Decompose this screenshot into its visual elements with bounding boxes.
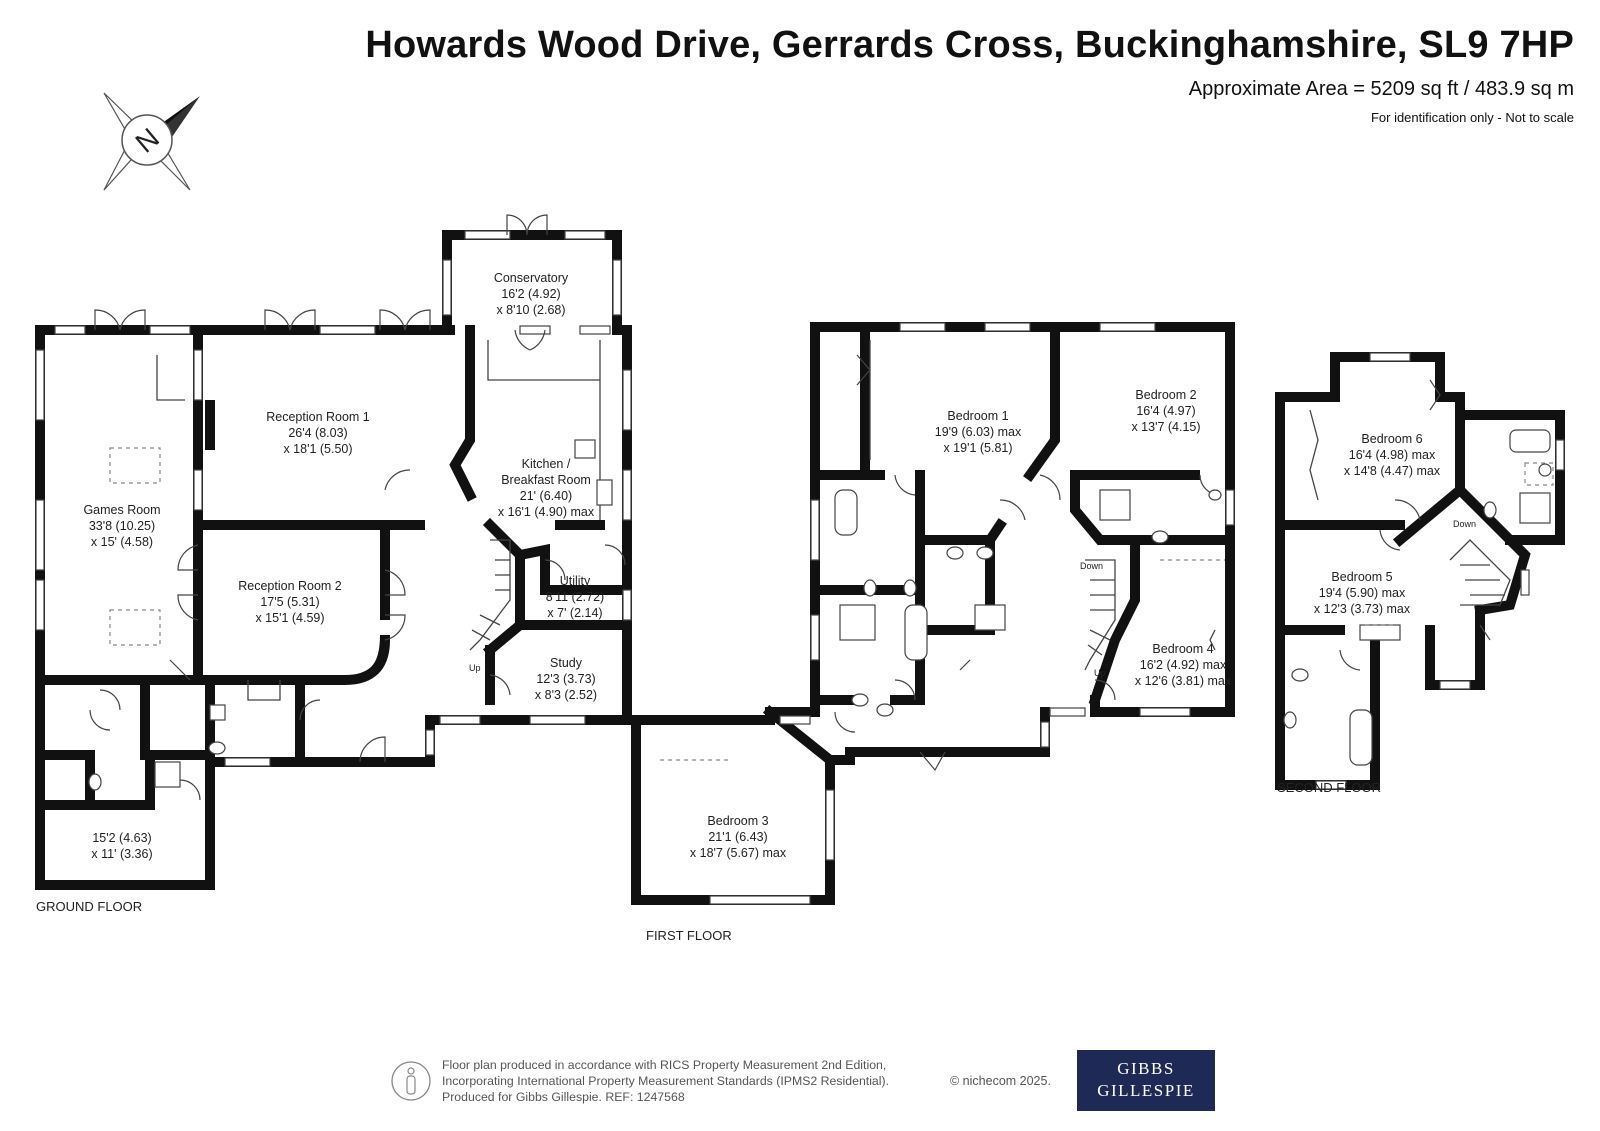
annex-dim1: 15'2 (4.63) — [92, 831, 151, 845]
scale-note: For identification only - Not to scale — [1370, 110, 1574, 125]
second-floor-windows — [1315, 352, 1565, 790]
bedroom-6-name: Bedroom 6 — [1361, 432, 1422, 446]
footer-line-2: Incorporating International Property Mea… — [442, 1074, 890, 1088]
reception-room-2-dim1: 17'5 (5.31) — [260, 595, 319, 609]
kitchen-dim1: 21' (6.40) — [520, 489, 572, 503]
games-room-name: Games Room — [83, 503, 160, 517]
copyright: © nichecom 2025. — [950, 1074, 1051, 1088]
ground-floor-windows — [35, 230, 632, 767]
games-room-dim1: 33'8 (10.25) — [89, 519, 155, 533]
footer-line-3: Produced for Gibbs Gillespie. REF: 12475… — [442, 1090, 685, 1104]
conservatory-name: Conservatory — [494, 271, 569, 285]
conservatory-dim1: 16'2 (4.92) — [501, 287, 560, 301]
utility-dim2: x 7' (2.14) — [547, 606, 602, 620]
bedroom-1-dim2: x 19'1 (5.81) — [943, 441, 1012, 455]
bedroom-3-dim1: 21'1 (6.43) — [708, 830, 767, 844]
second-floor-label: SECOND FLOOR — [1277, 780, 1381, 795]
bedroom-4-name: Bedroom 4 — [1152, 642, 1213, 656]
reception-room-1-name: Reception Room 1 — [266, 410, 370, 424]
reception-room-2-dim2: x 15'1 (4.59) — [255, 611, 324, 625]
bedroom-2-dim1: 16'4 (4.97) — [1136, 404, 1195, 418]
bedroom-2-name: Bedroom 2 — [1135, 388, 1196, 402]
bedroom-1-name: Bedroom 1 — [947, 409, 1008, 423]
bedroom-3-dim2: x 18'7 (5.67) max — [690, 846, 787, 860]
person-icon — [391, 1061, 431, 1101]
reception-room-1-dim2: x 18'1 (5.50) — [283, 442, 352, 456]
first-floor-doors — [834, 340, 1221, 772]
bedroom-2-dim2: x 13'7 (4.15) — [1131, 420, 1200, 434]
kitchen-name-2: Breakfast Room — [501, 473, 591, 487]
ground-floor-label: GROUND FLOOR — [36, 899, 142, 914]
bedroom-1-dim1: 19'9 (6.03) max — [935, 425, 1022, 439]
first-floor-windows — [709, 322, 1235, 905]
first-floor-label: FIRST FLOOR — [646, 928, 732, 943]
ground-stair-up-label: Up — [469, 663, 481, 673]
study-dim2: x 8'3 (2.52) — [535, 688, 597, 702]
second-floor-walls — [1275, 352, 1565, 790]
kitchen-name-1: Kitchen / — [522, 457, 571, 471]
conservatory-dim2: x 8'10 (2.68) — [496, 303, 565, 317]
bedroom-4-dim1: 16'2 (4.92) max — [1140, 658, 1227, 672]
property-title: Howards Wood Drive, Gerrards Cross, Buck… — [365, 24, 1574, 66]
second-stair-down-label: Down — [1453, 519, 1476, 529]
study-dim1: 12'3 (3.73) — [536, 672, 595, 686]
first-stair-up-label: Up — [1094, 668, 1106, 678]
games-room-dim2: x 15' (4.58) — [91, 535, 153, 549]
bedroom-5-dim2: x 12'3 (3.73) max — [1314, 602, 1411, 616]
footer-line-1: Floor plan produced in accordance with R… — [442, 1058, 887, 1072]
gibbs-gillespie-logo: GIBBS GILLESPIE — [1077, 1050, 1215, 1111]
ground-floor-doors — [89, 214, 626, 801]
logo-line-2: GILLESPIE — [1097, 1081, 1195, 1100]
ground-floor-fixtures — [88, 340, 613, 791]
utility-name: Utility — [560, 574, 591, 588]
second-floor-fixtures — [1283, 379, 1554, 766]
bedroom-3-name: Bedroom 3 — [707, 814, 768, 828]
approximate-area: Approximate Area = 5209 sq ft / 483.9 sq… — [1188, 78, 1574, 100]
first-floor-fixtures — [660, 489, 1225, 761]
compass-rose-icon: N — [103, 92, 200, 191]
study-name: Study — [550, 656, 583, 670]
kitchen-dim2: x 16'1 (4.90) max — [498, 505, 595, 519]
reception-room-2-name: Reception Room 2 — [238, 579, 342, 593]
bedroom-6-dim1: 16'4 (4.98) max — [1349, 448, 1436, 462]
reception-room-1-dim1: 26'4 (8.03) — [288, 426, 347, 440]
annex-dim2: x 11' (3.36) — [91, 847, 152, 861]
first-stair-down-label: Down — [1080, 561, 1103, 571]
bedroom-4-dim2: x 12'6 (3.81) max — [1135, 674, 1232, 688]
utility-dim1: 8'11 (2.72) — [546, 590, 604, 604]
bedroom-5-name: Bedroom 5 — [1331, 570, 1392, 584]
logo-line-1: GIBBS — [1117, 1059, 1175, 1078]
bedroom-6-dim2: x 14'8 (4.47) max — [1344, 464, 1441, 478]
bedroom-5-dim1: 19'4 (5.90) max — [1319, 586, 1406, 600]
footer-text: Floor plan produced in accordance with R… — [442, 1057, 962, 1105]
